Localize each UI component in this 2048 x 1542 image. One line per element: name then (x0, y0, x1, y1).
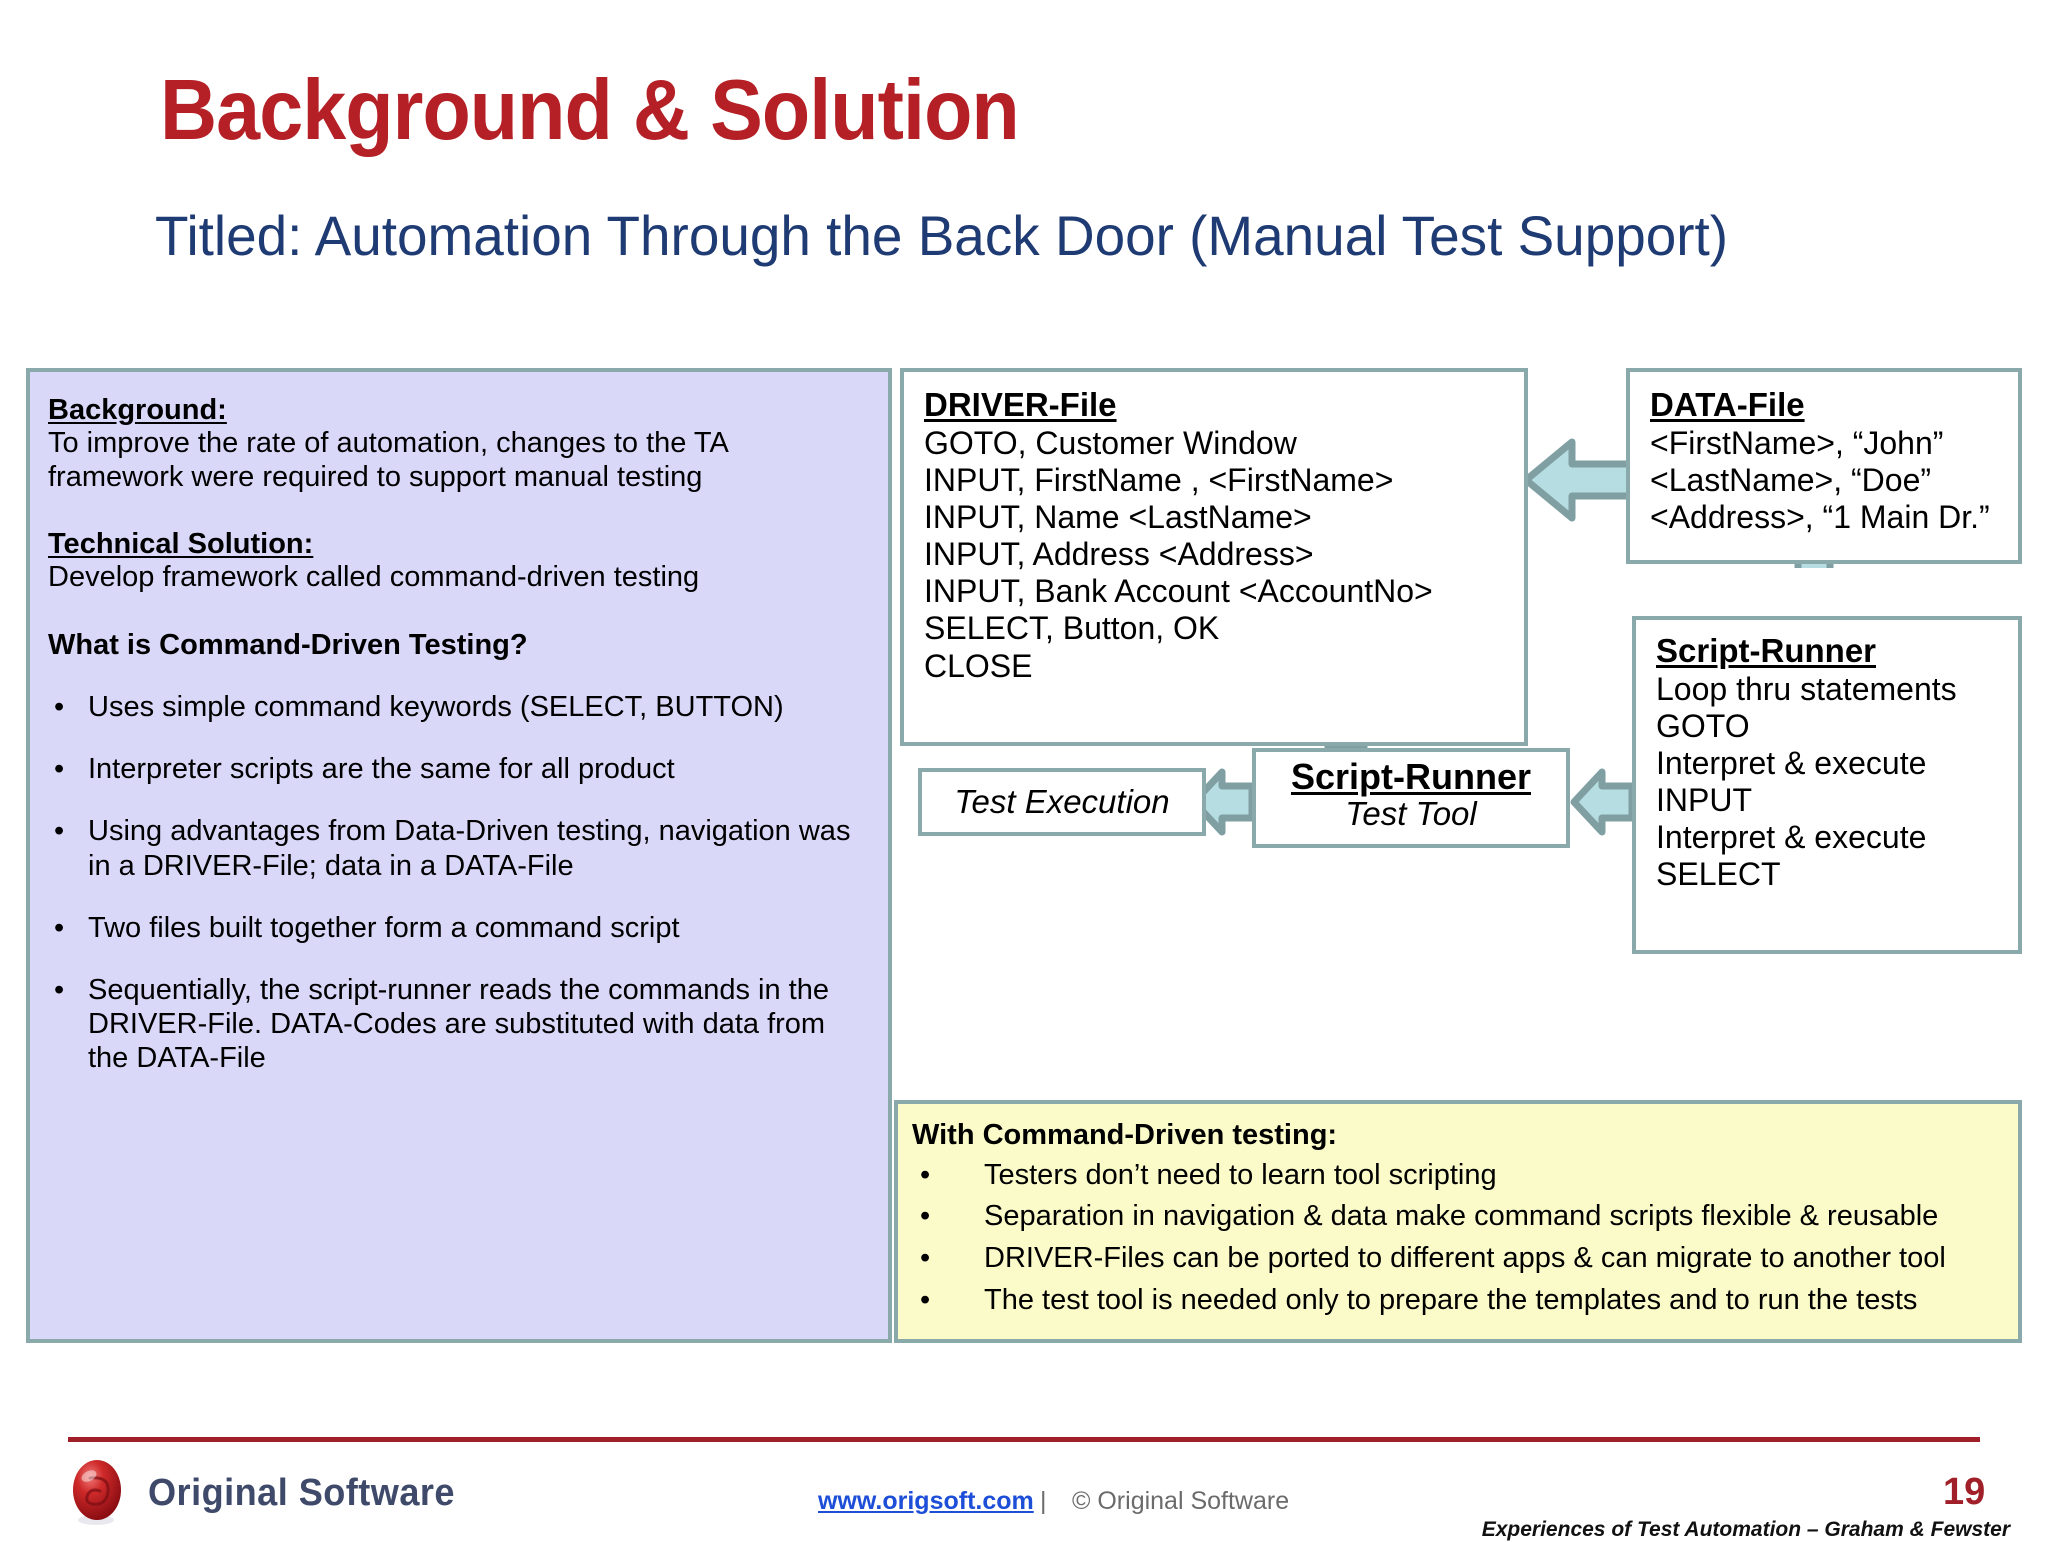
data-file-box: DATA-File <FirstName>, “John” <LastName>… (1626, 368, 2022, 564)
list-item: • Sequentially, the script-runner reads … (48, 973, 862, 1076)
data-file-line: <Address>, “1 Main Dr.” (1650, 499, 1990, 536)
background-heading: Background: (48, 394, 227, 426)
spacer (48, 494, 862, 528)
list-item: • Testers don’t need to learn tool scrip… (912, 1157, 2008, 1195)
driver-file-box: DRIVER-File GOTO, Customer Window INPUT,… (900, 368, 1528, 746)
brand-name: Original Software (148, 1471, 455, 1514)
background-text: To improve the rate of automation, chang… (48, 427, 728, 493)
list-item: • Using advantages from Data-Driven test… (48, 814, 862, 882)
test-execution-box: Test Execution (918, 768, 1206, 836)
data-file-line: <LastName>, “Doe” (1650, 462, 1932, 499)
script-runner-detail-box: Script-Runner Loop thru statements GOTO … (1632, 616, 2022, 954)
script-runner-detail-line: INPUT (1656, 782, 1752, 819)
list-item: • Separation in navigation & data make c… (912, 1198, 2008, 1236)
list-item: • Interpreter scripts are the same for a… (48, 752, 862, 786)
list-item-label: Using advantages from Data-Driven testin… (88, 815, 851, 882)
brand-logo-group: Original Software (68, 1458, 471, 1528)
driver-file-line: INPUT, Name <LastName> (924, 499, 1312, 536)
script-runner-detail-line: Loop thru statements (1656, 670, 1957, 707)
list-item: • DRIVER-Files can be ported to differen… (912, 1240, 2008, 1278)
driver-file-line: SELECT, Button, OK (924, 610, 1220, 647)
footer-separator: | (1040, 1487, 1047, 1515)
bullet-icon: • (54, 753, 65, 786)
driver-file-line: INPUT, Bank Account <AccountNo> (924, 573, 1433, 610)
technical-solution-heading: Technical Solution: (48, 528, 314, 561)
list-item: • Uses simple command keywords (SELECT, … (48, 690, 862, 724)
script-runner-center-subtitle: Test Tool (1345, 794, 1477, 832)
background-solution-panel: Background: To improve the rate of autom… (26, 368, 892, 1343)
benefits-heading: With Command-Driven testing: (912, 1119, 1338, 1151)
driver-file-title: DRIVER-File (924, 386, 1117, 423)
website-link[interactable]: www.origsoft.com (818, 1487, 1034, 1515)
script-runner-center-title: Script-Runner (1290, 756, 1531, 797)
copyright-text: © Original Software (1072, 1487, 1290, 1515)
arrow-detail-to-scriptrunner (1570, 768, 1636, 836)
driver-file-line: GOTO, Customer Window (924, 424, 1297, 461)
page-subtitle: Titled: Automation Through the Back Door… (155, 204, 1729, 267)
driver-file-line: INPUT, FirstName , <FirstName> (924, 462, 1394, 499)
script-runner-detail-line: GOTO (1656, 708, 1750, 745)
list-item-label: Separation in navigation & data make com… (984, 1200, 1939, 1233)
bullet-icon: • (54, 690, 65, 723)
script-runner-detail-title: Script-Runner (1656, 632, 1877, 669)
script-runner-detail-line: Interpret & execute (1656, 745, 1927, 782)
bullet-icon: • (920, 1242, 931, 1275)
script-runner-detail-line: Interpret & execute (1656, 819, 1927, 856)
book-credit: Experiences of Test Automation – Graham … (1481, 1518, 2010, 1541)
bullet-icon: • (920, 1283, 931, 1316)
list-item-label: Two files built together form a command … (88, 911, 680, 944)
list-item-label: Uses simple command keywords (SELECT, BU… (88, 690, 784, 723)
data-file-title: DATA-File (1650, 386, 1805, 423)
script-runner-center-box: Script-Runner Test Tool (1252, 748, 1570, 848)
data-file-line: <FirstName>, “John” (1650, 424, 1944, 461)
test-execution-label: Test Execution (954, 783, 1170, 820)
list-item-label: The test tool is needed only to prepare … (984, 1283, 1918, 1316)
list-item-label: Testers don’t need to learn tool scripti… (984, 1158, 1497, 1191)
command-driven-question-heading: What is Command-Driven Testing? (48, 628, 528, 661)
bullet-icon: • (920, 1200, 931, 1233)
script-runner-detail-line: SELECT (1656, 856, 1781, 893)
bullet-icon: • (54, 911, 65, 944)
bullet-icon: • (920, 1158, 931, 1191)
footer-divider (68, 1437, 1980, 1442)
diagram-area: DRIVER-File GOTO, Customer Window INPUT,… (894, 368, 2022, 1343)
benefits-panel: With Command-Driven testing: • Testers d… (894, 1100, 2022, 1343)
page-number: 19 (1943, 1471, 1986, 1513)
page-title: Background & Solution (160, 63, 1020, 158)
driver-file-line: INPUT, Address <Address> (924, 536, 1314, 573)
technical-solution-text: Develop framework called command-driven … (48, 561, 700, 594)
list-item-label: Interpreter scripts are the same for all… (88, 753, 675, 786)
list-item: • The test tool is needed only to prepar… (912, 1282, 2008, 1320)
list-item: • Two files built together form a comman… (48, 911, 862, 945)
bullet-icon: • (54, 815, 65, 848)
driver-file-line: CLOSE (924, 647, 1033, 684)
original-software-logo-icon (73, 1460, 121, 1525)
spacer (48, 595, 862, 629)
list-item-label: Sequentially, the script-runner reads th… (88, 973, 829, 1075)
bullet-icon: • (54, 973, 65, 1006)
list-item-label: DRIVER-Files can be ported to different … (984, 1242, 1946, 1275)
